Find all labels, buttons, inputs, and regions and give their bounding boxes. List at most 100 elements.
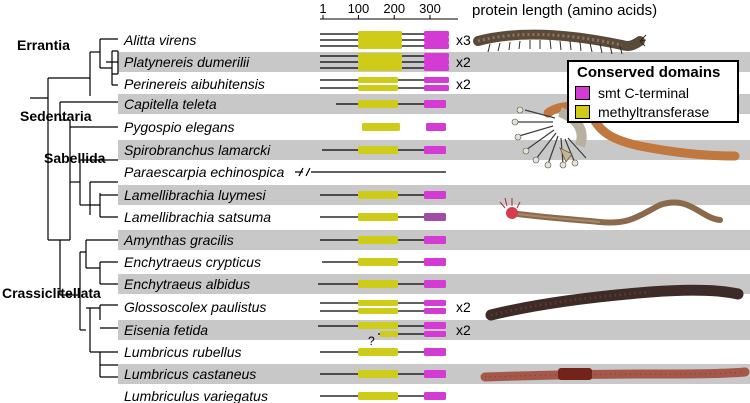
smt-c-terminal-domain: [424, 31, 449, 37]
smt-c-terminal-domain: [424, 146, 446, 154]
methyltransferase-domain: [358, 37, 402, 43]
clade-label-errantia: Errantia: [17, 37, 70, 53]
clade-label-crassiclitellata: Crassiclitellata: [2, 285, 101, 301]
axis-break-gap: [303, 167, 311, 177]
axis-title: protein length (amino acids): [472, 2, 657, 19]
methyltransferase-domain: [358, 100, 398, 108]
clade-label-sedentaria: Sedentaria: [20, 108, 92, 124]
species-row: Enchytraeus albidus: [124, 276, 446, 292]
species-row: Lamellibrachia luymesi: [124, 187, 446, 203]
species-row: Capitella teleta: [124, 96, 446, 112]
methyltransferase-domain: [358, 236, 398, 244]
species-row: Spirobranchus lamarcki: [124, 142, 446, 158]
methyltransferase-domain: [358, 370, 398, 378]
smt-c-terminal-domain: [424, 308, 446, 314]
species-name: Lamellibrachia satsuma: [124, 209, 271, 225]
species-row: Eisenia fetida? x2: [124, 322, 471, 348]
methyltransferase-domain: [358, 85, 398, 91]
uncertain-domain-mark: ?: [368, 334, 375, 348]
species-name: Lumbricus castaneus: [124, 366, 256, 382]
species-name: Eisenia fetida: [124, 322, 208, 338]
copy-number-multiplier: x2: [456, 299, 471, 315]
species-row: Alitta virens x3: [123, 31, 471, 49]
smt-c-terminal-domain: [424, 300, 446, 306]
legend-swatch-methyltransferase: [575, 105, 590, 119]
methyltransferase-domain: [358, 392, 398, 400]
methyltransferase-domain: [358, 53, 402, 59]
smt-c-terminal-domain: [424, 331, 446, 337]
species-row: Enchytraeus crypticus: [124, 254, 446, 270]
species-name: Capitella teleta: [124, 96, 217, 112]
species-name: Spirobranchus lamarcki: [124, 142, 271, 158]
species-row: Platynereis dumerilii x2: [124, 53, 471, 71]
tubeworm-illustration: [499, 197, 723, 226]
copy-number-multiplier: x2: [456, 54, 471, 70]
methyltransferase-domain: [358, 191, 398, 199]
methyltransferase-domain: [358, 348, 398, 356]
species-name: Perinereis aibuhitensis: [124, 76, 265, 92]
clade-label-sabellida: Sabellida: [44, 150, 106, 166]
species-name: Paraescarpia echinospica: [124, 164, 285, 180]
smt-c-terminal-domain: [424, 43, 449, 49]
methyltransferase-domain: [358, 77, 398, 83]
smt-c-terminal-domain: [424, 213, 446, 221]
smt-c-terminal-domain: [424, 37, 449, 43]
legend-swatch-smt-c-terminal: [575, 86, 590, 100]
methyltransferase-domain: [358, 322, 398, 329]
smt-c-terminal-domain: [424, 392, 446, 400]
legend-label-smt-c-terminal: smt C-terminal: [598, 85, 690, 101]
copy-number-multiplier: x2: [456, 322, 471, 338]
smt-c-terminal-domain: [424, 53, 449, 59]
methyltransferase-domain: [358, 308, 398, 314]
methyltransferase-domain: [358, 300, 398, 306]
methyltransferase-domain: [380, 331, 398, 337]
smt-c-terminal-domain: [424, 85, 449, 91]
smt-c-terminal-domain: [424, 77, 449, 83]
species-row: Lumbricus castaneus: [124, 366, 446, 382]
domain-legend: Conserved domains smt C-terminal methylt…: [567, 60, 739, 123]
legend-label-methyltransferase: methyltransferase: [598, 104, 710, 120]
species-row: Perinereis aibuhitensis x2: [124, 76, 471, 92]
smt-c-terminal-domain: [424, 236, 446, 244]
axis-tick-label: 200: [383, 1, 405, 16]
smt-c-terminal-domain: [424, 191, 446, 199]
species-name: Enchytraeus crypticus: [124, 254, 261, 270]
species-name: Lumbricus rubellus: [124, 344, 242, 360]
legend-title: Conserved domains: [577, 64, 721, 81]
species-row: Amynthas gracilis: [123, 232, 446, 248]
earthworm-clitellum-illustration: [480, 367, 750, 382]
smt-c-terminal-domain: [424, 258, 446, 266]
copy-number-multiplier: x2: [456, 76, 471, 92]
species-name: Lumbriculus variegatus: [124, 388, 268, 403]
species-row: Glossoscolex paulistus x2: [124, 299, 471, 315]
legend-item-methyltransferase: methyltransferase: [575, 104, 709, 120]
smt-c-terminal-domain: [424, 59, 449, 65]
earthworm-illustration: [485, 284, 744, 321]
ragworm-illustration: [473, 29, 647, 55]
species-name: Alitta virens: [123, 32, 196, 48]
smt-c-terminal-domain: [424, 322, 446, 329]
methyltransferase-domain: [358, 146, 398, 154]
species-name: Pygospio elegans: [124, 119, 235, 135]
smt-c-terminal-domain: [424, 100, 446, 108]
species-row: Lumbriculus variegatus: [124, 388, 446, 403]
methyltransferase-domain: [362, 123, 400, 131]
species-row: Lamellibrachia satsuma: [124, 209, 446, 225]
smt-c-terminal-domain: [424, 348, 446, 356]
species-name: Glossoscolex paulistus: [124, 299, 266, 315]
methyltransferase-domain: [358, 213, 398, 221]
methyltransferase-domain: [358, 65, 402, 71]
axis-tick-label: 300: [419, 1, 441, 16]
smt-c-terminal-domain: [424, 370, 446, 378]
legend-item-smt-c-terminal: smt C-terminal: [575, 85, 689, 101]
axis-break-mark: [298, 167, 311, 177]
copy-number-multiplier: x3: [456, 32, 471, 48]
species-name: Platynereis dumerilii: [124, 54, 250, 70]
row-shading: [118, 320, 750, 340]
smt-c-terminal-domain: [426, 123, 446, 131]
methyltransferase-domain: [358, 59, 402, 65]
methyltransferase-domain: [358, 280, 398, 288]
